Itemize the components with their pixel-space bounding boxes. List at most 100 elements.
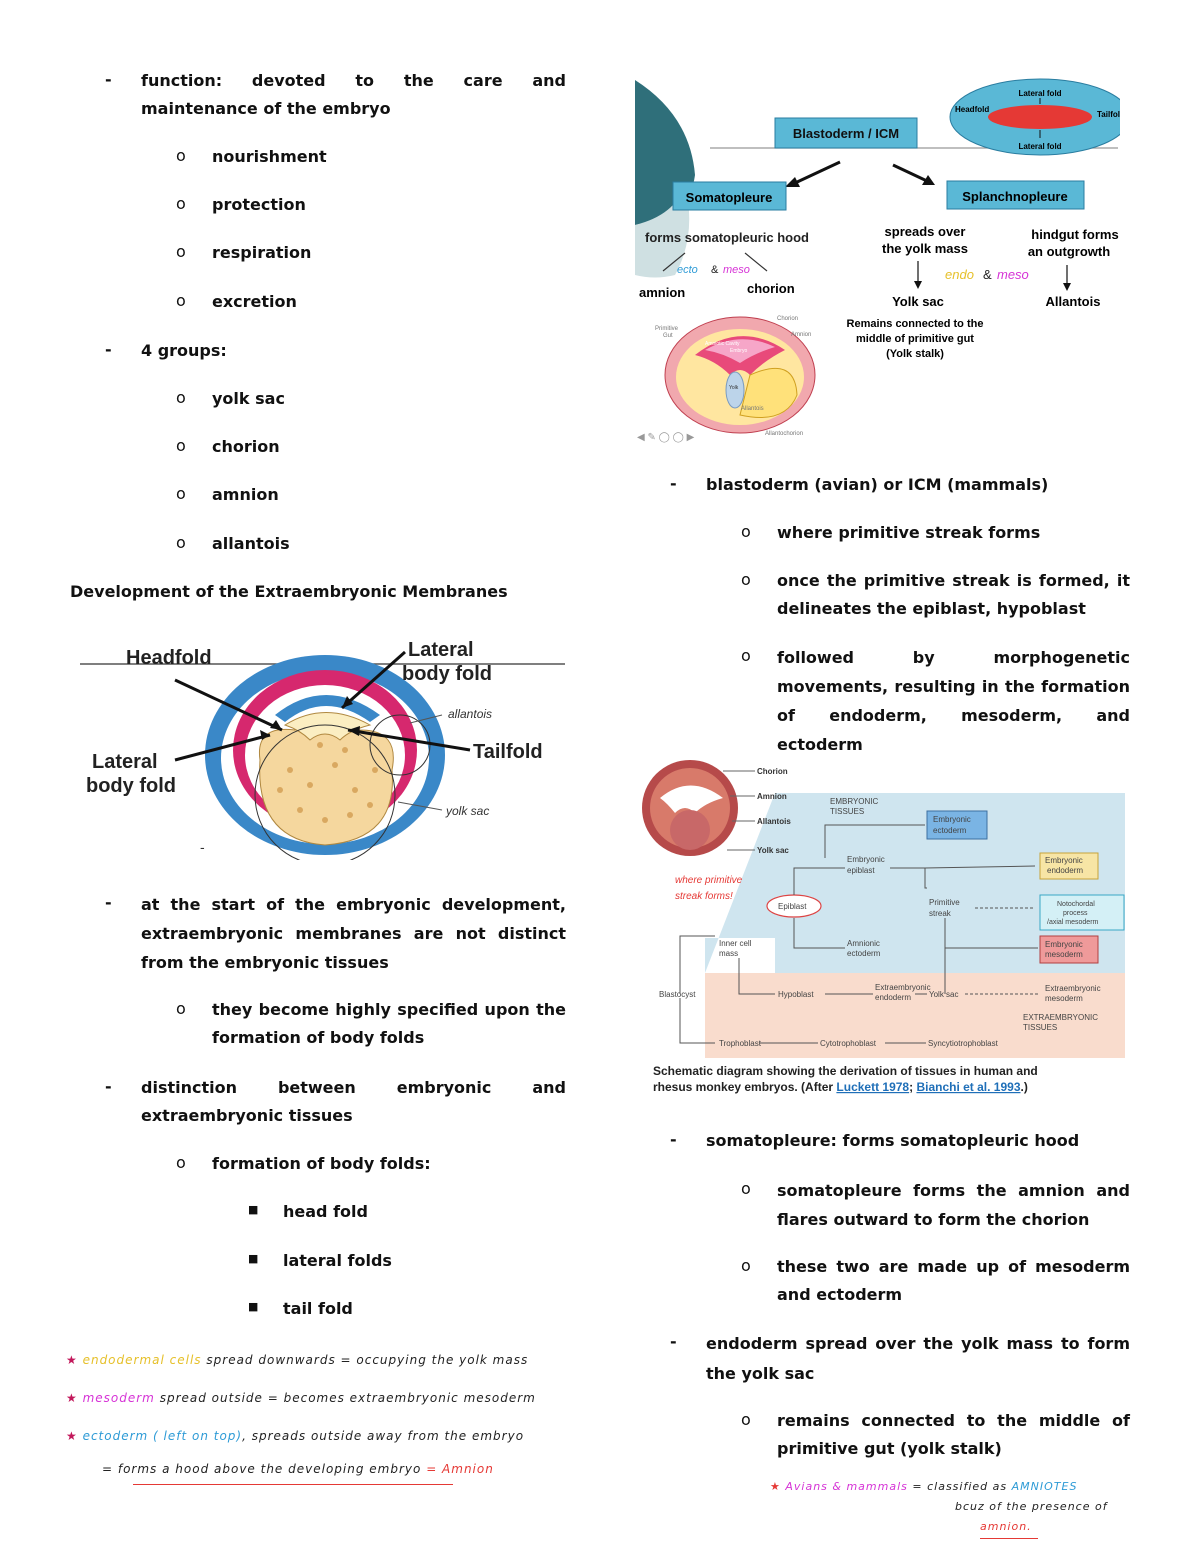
bianchi-link[interactable]: Bianchi et al. 1993 (916, 1080, 1020, 1094)
formation-label: formation of body folds: (212, 1154, 431, 1173)
toolbar-icons: ◀ ✎ ◯ ◯ ▶ (637, 432, 695, 443)
trophoblast-label: Trophoblast (719, 1039, 762, 1048)
specified-text: they become highly specified upon the fo… (212, 1000, 566, 1047)
amnion-label: amnion (639, 285, 685, 300)
function-item: protection (212, 195, 306, 214)
group-item: allantois (212, 534, 290, 553)
note-underline (133, 1484, 453, 1485)
and-note-2: & (983, 267, 992, 282)
forms-hood-label: forms somatopleuric hood (645, 230, 809, 245)
blastocyst-label: Blastocyst (659, 990, 696, 999)
lateral-fold-right-label-2: body fold (402, 663, 492, 685)
meso-note-1: meso (723, 264, 750, 276)
germ-layer-figure: Blastoderm / ICM Lateral fold Lateral fo… (635, 78, 1120, 443)
fig3-amnion-label: Amnion (757, 792, 787, 801)
primitive-streak-1: Primitive (929, 898, 960, 907)
mini-gut-label: Gut (663, 333, 673, 339)
remains-label-2: middle of primitive gut (856, 333, 974, 345)
lateral-fold-top-label: Lateral fold (1018, 89, 1061, 98)
circle-bullet: o (741, 646, 751, 665)
function-item: excretion (212, 292, 297, 311)
hindgut-label-2: an outgrowth (1028, 244, 1110, 259)
mini-amniotic-cavity-label: Amniotic Cavity (705, 341, 740, 347)
fig3-allantois-label: Allantois (757, 817, 791, 826)
circle-bullet: o (176, 291, 186, 310)
circle-bullet: o (741, 1179, 751, 1198)
embryonic-tissues-label-1: EMBRYONIC (830, 797, 879, 806)
fig3-chorion-label: Chorion (757, 767, 788, 776)
svg-text:-: - (200, 839, 205, 855)
figure-caption-2: rhesus monkey embryos. (After Luckett 19… (653, 1080, 1028, 1094)
blastoderm-bullet: where primitive streak forms (777, 523, 1041, 542)
luckett-link[interactable]: Luckett 1978 (836, 1080, 909, 1094)
circle-bullet: o (176, 146, 186, 165)
extraembryonic-tissues-2: TISSUES (1023, 1023, 1057, 1032)
embryonic-epiblast-1: Embryonic (847, 855, 885, 864)
yolk-sac-handwritten: yolk sac (445, 804, 489, 818)
allantois-label: Allantois (1046, 294, 1101, 309)
body-folds-figure: Headfold Lateral body fold Lateral body … (80, 639, 565, 860)
fold-item: tail fold (283, 1299, 353, 1318)
meso-note-2: meso (997, 267, 1029, 282)
inner-cell-1: Inner cell (719, 939, 752, 948)
tailfold-small-label: Tailfold (1097, 110, 1120, 119)
list-dash: - (105, 893, 112, 912)
embryonic-endoderm-1: Embryonic (1045, 856, 1083, 865)
blastoderm-bullet: once the primitive streak is formed, it … (777, 571, 1130, 618)
extraembryonic-endoderm-2: endoderm (875, 993, 911, 1002)
amnion-underline (980, 1538, 1038, 1539)
fold-item: lateral folds (283, 1251, 392, 1270)
lateral-fold-left-label: Lateral (92, 751, 158, 773)
groups-label: 4 groups: (141, 341, 227, 360)
embryonic-tissues-label-2: TISSUES (830, 807, 864, 816)
mini-chorion-label: Chorion (777, 316, 798, 322)
mini-allantochorion-label: Allantochorion (765, 431, 803, 437)
blastoderm-text: blastoderm (avian) or ICM (mammals) (706, 475, 1049, 494)
mini-yolk-label: Yolk (729, 385, 739, 391)
remains-label-3: (Yolk stalk) (886, 348, 944, 360)
remains-text: remains connected to the middle of primi… (777, 1411, 1130, 1458)
hypoblast-label: Hypoblast (778, 990, 814, 999)
allantois-handwritten: allantois (448, 707, 492, 721)
handwritten-note-2: ★ mesoderm spread outside = becomes extr… (66, 1391, 536, 1405)
notochordal-1: Notochordal (1057, 901, 1095, 908)
somatopleure-text: somatopleure: forms somatopleuric hood (706, 1131, 1080, 1150)
chorion-label: chorion (747, 281, 795, 296)
circle-bullet: o (176, 484, 186, 503)
mini-embryo-label: Embryo (730, 348, 747, 354)
section-title: Development of the Extraembryonic Membra… (70, 582, 508, 601)
square-bullet: ■ (248, 1203, 259, 1216)
function-text: function: devoted to the care and mainte… (141, 71, 566, 118)
handwritten-amniotes-note-3: amnion. (980, 1520, 1032, 1533)
circle-bullet: o (741, 522, 751, 541)
figure-caption-1: Schematic diagram showing the derivation… (653, 1064, 1038, 1078)
square-bullet: ■ (248, 1252, 259, 1265)
embryonic-ectoderm-1: Embryonic (933, 815, 971, 824)
lateral-fold-left-label-2: body fold (86, 775, 176, 797)
embryonic-ectoderm-2: ectoderm (933, 826, 967, 835)
endo-note: endo (945, 267, 974, 282)
list-dash: - (670, 1332, 677, 1351)
function-item: nourishment (212, 147, 327, 166)
notochordal-2: process (1063, 910, 1088, 917)
inner-cell-2: mass (719, 949, 738, 958)
circle-bullet: o (176, 1153, 186, 1172)
notochordal-3: /axial mesoderm (1047, 919, 1099, 926)
mini-allantois-label: Allantois (741, 406, 764, 412)
circle-bullet: o (176, 533, 186, 552)
function-item: respiration (212, 243, 312, 262)
somatopleure-box: Somatopleure (686, 190, 773, 205)
cytotrophoblast-label: Cytotrophoblast (820, 1039, 877, 1048)
circle-bullet: o (176, 194, 186, 213)
handwritten-note-4: = forms a hood above the developing embr… (102, 1462, 494, 1476)
lateral-fold-bottom-label: Lateral fold (1018, 142, 1061, 151)
handwritten-note-3: ★ ectoderm ( left on top), spreads outsi… (66, 1429, 525, 1443)
embryonic-epiblast-2: epiblast (847, 866, 875, 875)
list-dash: - (670, 1130, 677, 1149)
soma-bullet: these two are made up of mesoderm and ec… (777, 1257, 1130, 1304)
ecto-note: ecto (677, 264, 698, 276)
soma-bullet: somatopleure forms the amnion and flares… (777, 1181, 1130, 1229)
circle-bullet: o (176, 388, 186, 407)
start-text: at the start of the embryonic developmen… (141, 895, 566, 972)
handwritten-where-2: streak forms! (675, 891, 733, 902)
